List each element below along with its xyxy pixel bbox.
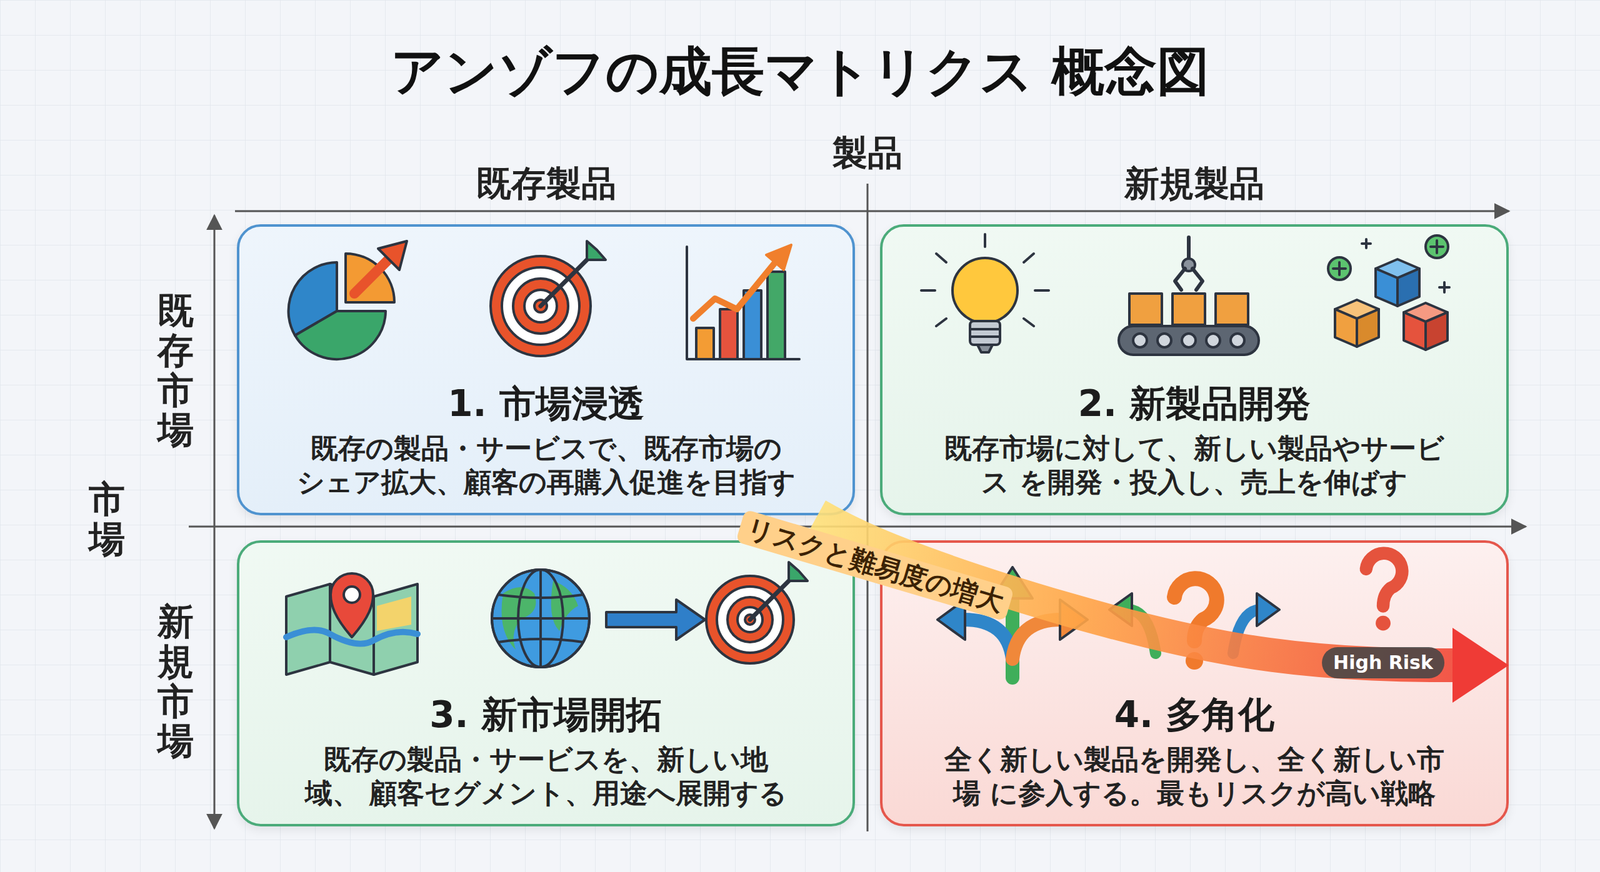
quadrant-heading: 3. 新市場開拓 <box>254 693 838 737</box>
conveyor-icon <box>1118 237 1259 355</box>
bar-chart-icon <box>686 245 800 360</box>
label-holder: 既存製品 <box>476 163 617 205</box>
question-mark-icon <box>1366 553 1403 632</box>
diagram-title: アンゾフの成長マトリクス 概念図 <box>390 40 1209 103</box>
label-holder: 既存市場 <box>157 291 194 451</box>
label-holder: 製品 <box>832 132 903 174</box>
label-holder: 新規製品 <box>1124 163 1265 205</box>
quadrant-description: 全く新しい製品を開発し、全く新しい市場 に参入する。最もリスクが高い戦略 <box>931 743 1459 811</box>
quadrant-heading: 4. 多角化 <box>897 693 1492 737</box>
pie-chart-icon <box>288 241 407 360</box>
column-header: 既存製品 <box>476 163 617 205</box>
quadrant-heading: 2. 新製品開発 <box>897 381 1492 426</box>
risk-badge: High Risk <box>1321 647 1445 679</box>
row-header: 既存市場 <box>157 291 194 451</box>
column-header: 新規製品 <box>1124 163 1265 205</box>
globe-icon <box>491 570 590 668</box>
column-divider <box>866 183 869 832</box>
quadrant-heading: 1. 市場浸透 <box>254 381 838 426</box>
label-holder: 新規市場 <box>157 602 194 762</box>
label-holder: 市場 <box>88 480 125 560</box>
title-holder: アンゾフの成長マトリクス 概念図 <box>390 40 1209 103</box>
product-axis <box>235 210 1509 213</box>
quadrant-description: 既存市場に対して、新しい製品やサービス を開発・投入し、売上を伸ばす <box>931 431 1459 500</box>
light-bulb-icon <box>921 234 1049 353</box>
quadrant-description: 既存の製品・サービスを、新しい地域、 顧客セグメント、用途へ展開する <box>296 743 796 811</box>
map-pin-icon <box>286 573 418 675</box>
arrow-to-target-icon <box>606 562 808 664</box>
axis-title: 市場 <box>88 480 125 560</box>
axis-title: 製品 <box>832 132 903 174</box>
target-icon <box>490 241 606 357</box>
row-header: 新規市場 <box>157 602 194 762</box>
new-boxes-icon <box>1328 235 1450 350</box>
label-holder: High Risk <box>1321 647 1445 679</box>
quadrant-description: 既存の製品・サービスで、既存市場の シェア拡大、顧客の再購入促進を目指す <box>296 431 796 500</box>
market-axis <box>213 215 216 829</box>
